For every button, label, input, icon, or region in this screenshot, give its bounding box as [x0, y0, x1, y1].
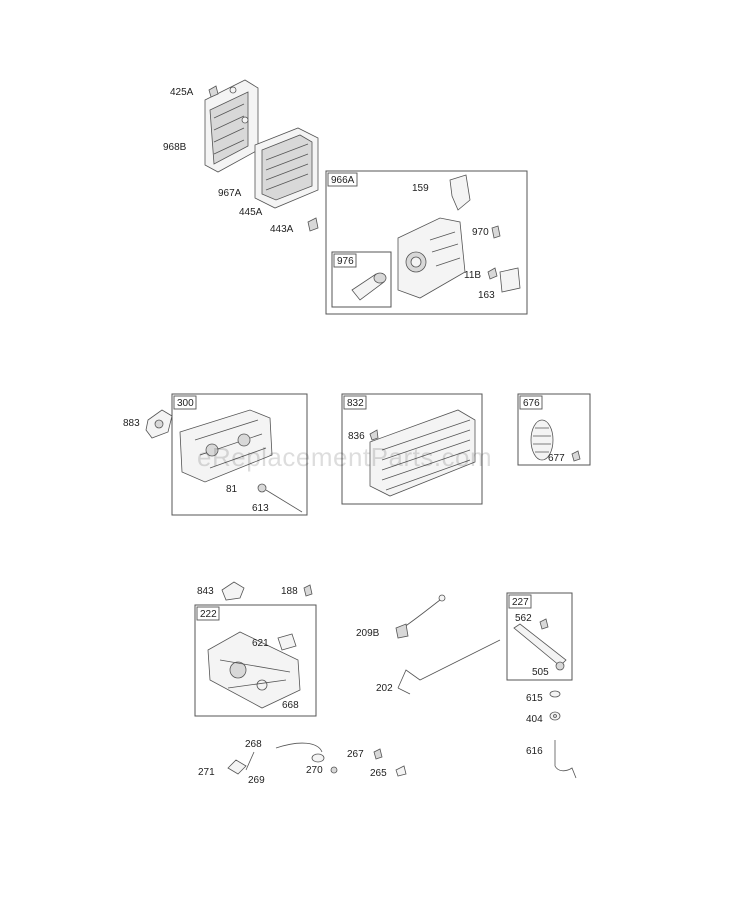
part-label-163: 163 [478, 290, 495, 301]
part-label-615: 615 [526, 693, 543, 704]
part-label-202: 202 [376, 683, 393, 694]
group-tag-832: 832 [347, 398, 364, 409]
part-271-drawing [227, 759, 247, 775]
part-265-drawing [395, 765, 407, 777]
part-270-drawing [330, 766, 338, 774]
part-label-11B: 11B [464, 270, 481, 281]
group-tag-676: 676 [523, 398, 540, 409]
part-label-677: 677 [548, 453, 565, 464]
group-box-676 [517, 393, 591, 466]
part-label-883: 883 [123, 418, 140, 429]
group-tag-976-frame [333, 253, 357, 268]
part-label-188: 188 [281, 586, 298, 597]
rod-616-drawing [554, 740, 577, 779]
group-box-966A [325, 170, 528, 315]
part-label-271: 271 [198, 767, 215, 778]
blower-housing-drawing [397, 174, 471, 299]
group-tag-227: 227 [512, 597, 529, 608]
part-label-269: 269 [248, 775, 265, 786]
part-268-drawing [275, 742, 325, 763]
part-label-621: 621 [252, 638, 269, 649]
part-label-668: 668 [282, 700, 299, 711]
part-label-967A: 967A [218, 188, 242, 199]
part-label-562: 562 [515, 613, 532, 624]
group-tag-832-frame [343, 395, 367, 410]
part-label-968B: 968B [163, 142, 187, 153]
group-tag-966A: 966A [331, 175, 355, 186]
elbow-976-drawing [351, 272, 387, 301]
group-box-227 [506, 592, 573, 681]
group-tag-222: 222 [200, 609, 217, 620]
part-267-drawing [373, 748, 383, 760]
screw-443A-drawing [307, 217, 319, 232]
part-label-505: 505 [532, 667, 549, 678]
part-970-drawing [491, 225, 501, 239]
part-label-843: 843 [197, 586, 214, 597]
screw-677-drawing [571, 450, 581, 462]
bolt-613-drawing [257, 483, 303, 513]
group-tag-676-frame [519, 395, 543, 410]
part-label-267: 267 [347, 749, 364, 760]
group-tag-300-frame [173, 395, 197, 410]
part-269-drawing [245, 751, 255, 771]
group-box-976 [331, 251, 392, 308]
part-label-268: 268 [245, 739, 262, 750]
part-843-drawing [221, 581, 245, 601]
part-label-616: 616 [526, 746, 543, 757]
screw-836-drawing [369, 429, 379, 441]
part-label-445A: 445A [239, 207, 263, 218]
air-cleaner-base-drawing [204, 79, 259, 173]
cable-209B-drawing [395, 594, 446, 639]
part-label-404: 404 [526, 714, 543, 725]
group-tag-966A-frame [327, 172, 358, 187]
part-404-drawing [549, 711, 561, 721]
part-label-836: 836 [348, 431, 365, 442]
part-label-81: 81 [226, 484, 238, 495]
part-615-drawing [549, 690, 561, 698]
part-label-613: 613 [252, 503, 269, 514]
muffler-guard-832-drawing [369, 409, 476, 497]
part-621-drawing [277, 633, 297, 651]
group-tag-300: 300 [177, 398, 194, 409]
group-box-222 [194, 604, 317, 717]
part-562-drawing [539, 618, 549, 630]
part-label-970: 970 [472, 227, 489, 238]
group-tag-976: 976 [337, 256, 354, 267]
part-label-209B: 209B [356, 628, 380, 639]
part-163-drawing [499, 267, 521, 293]
part-label-425A: 425A [170, 87, 194, 98]
part-11B-drawing [487, 267, 498, 280]
lever-227-drawing [513, 623, 567, 671]
deflector-676-drawing [530, 419, 554, 461]
group-tag-227-frame [508, 594, 532, 609]
part-label-265: 265 [370, 768, 387, 779]
governor-bracket-222-drawing [207, 631, 301, 709]
group-tag-222-frame [196, 606, 220, 621]
link-202-drawing [397, 639, 501, 695]
muffler-300-drawing [179, 409, 273, 483]
watermark: eReplacementParts.com [197, 442, 492, 472]
bolt-425A-drawing [208, 85, 219, 98]
gasket-883-drawing [145, 409, 173, 439]
group-box-832 [341, 393, 483, 505]
part-label-270: 270 [306, 765, 323, 776]
part-label-159: 159 [412, 183, 429, 194]
part-label-443A: 443A [270, 224, 294, 235]
part-188-drawing [303, 584, 313, 597]
group-box-300 [171, 393, 308, 516]
air-filter-drawing [254, 127, 319, 209]
